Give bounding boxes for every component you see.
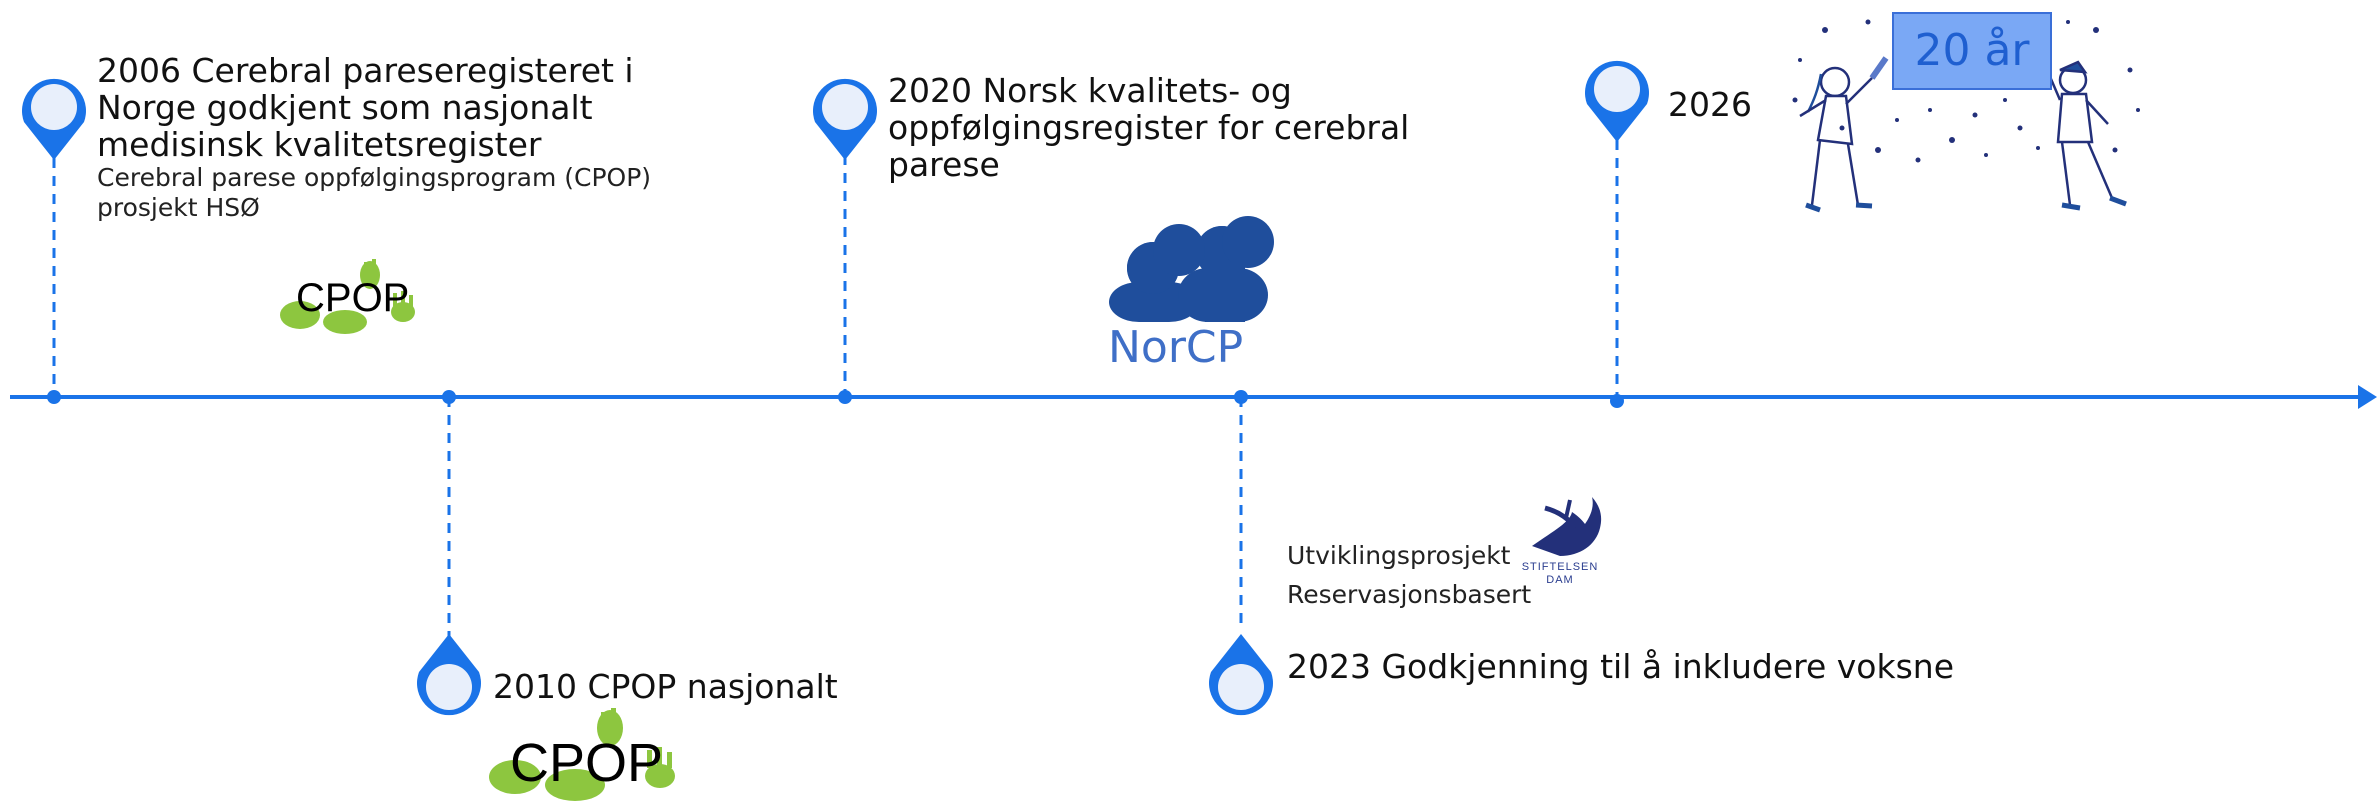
anniversary-badge: 20 år (1892, 12, 2052, 90)
dam-logo-line1: STIFTELSEN (1521, 561, 1599, 573)
event-2023-note: Utviklingsprosjekt (1287, 541, 1511, 570)
event-2020-title: 2020 Norsk kvalitets- og oppfølgingsregi… (888, 71, 1410, 184)
dam-logo-text: STIFTELSEN DAM (1520, 561, 1600, 587)
event-2006-subtitle: Cerebral parese oppfølgingsprogram (CPOP… (97, 163, 652, 222)
timeline-connectors (52, 140, 1619, 640)
location-pin-icon (1584, 60, 1649, 142)
event-2010-title: 2010 CPOP nasjonalt (493, 667, 838, 706)
norcp-logo-text: NorCP (1108, 322, 1244, 373)
cpop-logo-graphic (280, 259, 415, 334)
timeline-axis (10, 385, 2377, 409)
dam-logo-line2: DAM (1546, 574, 1574, 586)
event-2026-title: 2026 (1668, 85, 1752, 124)
timeline-dots (47, 390, 1624, 408)
location-pin-icon (416, 634, 481, 716)
location-pin-icon (1209, 634, 1273, 716)
people-icon (1153, 216, 1274, 322)
confetti (1792, 19, 2140, 163)
cpop-logo-graphic (489, 708, 675, 801)
bird-icon (1532, 497, 1602, 556)
event-2023-note: Reservasjonsbasert (1287, 580, 1532, 609)
celebration-illustration (1799, 49, 2127, 213)
location-pin-icon (22, 78, 86, 160)
cpop-logo: CPOP (510, 733, 664, 793)
event-2006-title: 2006 Cerebral pareseregisteret i Norge g… (97, 51, 634, 164)
location-pin-icon (812, 78, 877, 160)
cpop-logo: CPOP (296, 276, 410, 320)
event-2023-title: 2023 Godkjenning til å inkludere voksne (1287, 647, 1954, 686)
